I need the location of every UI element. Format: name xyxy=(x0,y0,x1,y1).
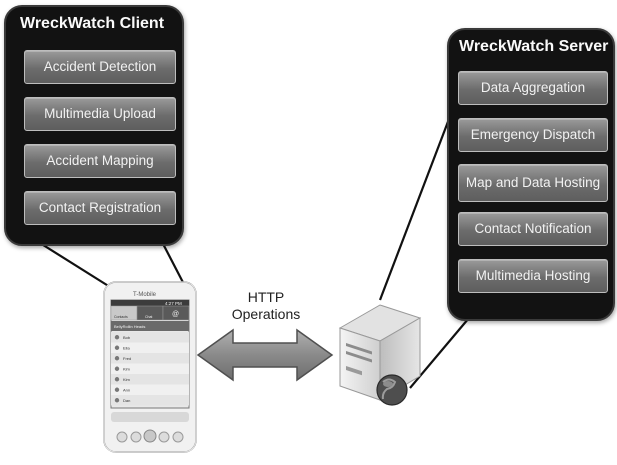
phone-tab-chat: Chat xyxy=(145,315,152,319)
globe-icon xyxy=(376,374,408,406)
contact-status-icon xyxy=(114,398,120,403)
contact-status-icon xyxy=(114,335,120,340)
contact-status-icon xyxy=(114,345,120,350)
phone-contact-name: Dan xyxy=(123,398,130,403)
phone-contact-row xyxy=(111,363,189,374)
feature-contact-notification: Contact Notification xyxy=(458,212,608,246)
contact-status-icon xyxy=(114,366,120,371)
phone-tab-contacts: Contacts xyxy=(114,315,128,319)
feature-emergency-dispatch: Emergency Dispatch xyxy=(458,118,608,152)
feature-accident-detection: Accident Detection xyxy=(24,50,176,84)
phone-contact-name: Fred xyxy=(123,356,131,361)
phone-contact-row xyxy=(111,395,189,406)
feature-contact-registration: Contact Registration xyxy=(24,191,176,225)
server-panel: WreckWatch Server Data Aggregation Emerg… xyxy=(447,28,615,321)
http-label-line1: HTTP xyxy=(247,289,285,305)
phone-status-time: 4:27 PM xyxy=(165,301,182,306)
phone-contact-row xyxy=(111,342,189,353)
double-arrow-icon xyxy=(196,328,334,382)
server-connector-right xyxy=(409,311,475,389)
phone-contact-name: Kim xyxy=(123,377,131,382)
client-panel: WreckWatch Client Accident Detection Mul… xyxy=(4,5,184,246)
contact-status-icon xyxy=(114,356,120,361)
phone-contact-name: Kim xyxy=(123,366,131,371)
feature-data-aggregation: Data Aggregation xyxy=(458,71,608,105)
http-operations-label: HTTP Operations xyxy=(224,289,308,323)
http-label-line2: Operations xyxy=(231,305,301,322)
phone-header-text: BellyRollin Heads xyxy=(114,324,145,329)
smartphone-icon: T-Mobile 4:27 PM Contacts Chat @ BellyRo… xyxy=(103,281,197,453)
feature-multimedia-hosting: Multimedia Hosting xyxy=(458,259,608,293)
phone-brand: T-Mobile xyxy=(133,292,157,298)
feature-map-and-data-hosting: Map and Data Hosting xyxy=(458,164,608,202)
phone-tab-at: @ xyxy=(172,311,179,318)
feature-accident-mapping: Accident Mapping xyxy=(24,144,176,178)
server-icon xyxy=(338,304,422,401)
phone-contact-row xyxy=(111,332,189,343)
client-panel-title: WreckWatch Client xyxy=(20,15,165,32)
phone-contact-name: Ann xyxy=(123,387,130,392)
phone-contact-row xyxy=(111,374,189,385)
client-connector-left xyxy=(31,237,119,293)
phone-contact-name: Ella xyxy=(123,345,130,350)
server-panel-title: WreckWatch Server xyxy=(459,38,609,55)
phone-contact-row xyxy=(111,384,189,395)
contact-status-icon xyxy=(114,377,120,382)
phone-contact-row xyxy=(111,353,189,364)
feature-multimedia-upload: Multimedia Upload xyxy=(24,97,176,131)
contact-status-icon xyxy=(114,387,120,392)
phone-contact-name: Bob xyxy=(123,335,131,340)
